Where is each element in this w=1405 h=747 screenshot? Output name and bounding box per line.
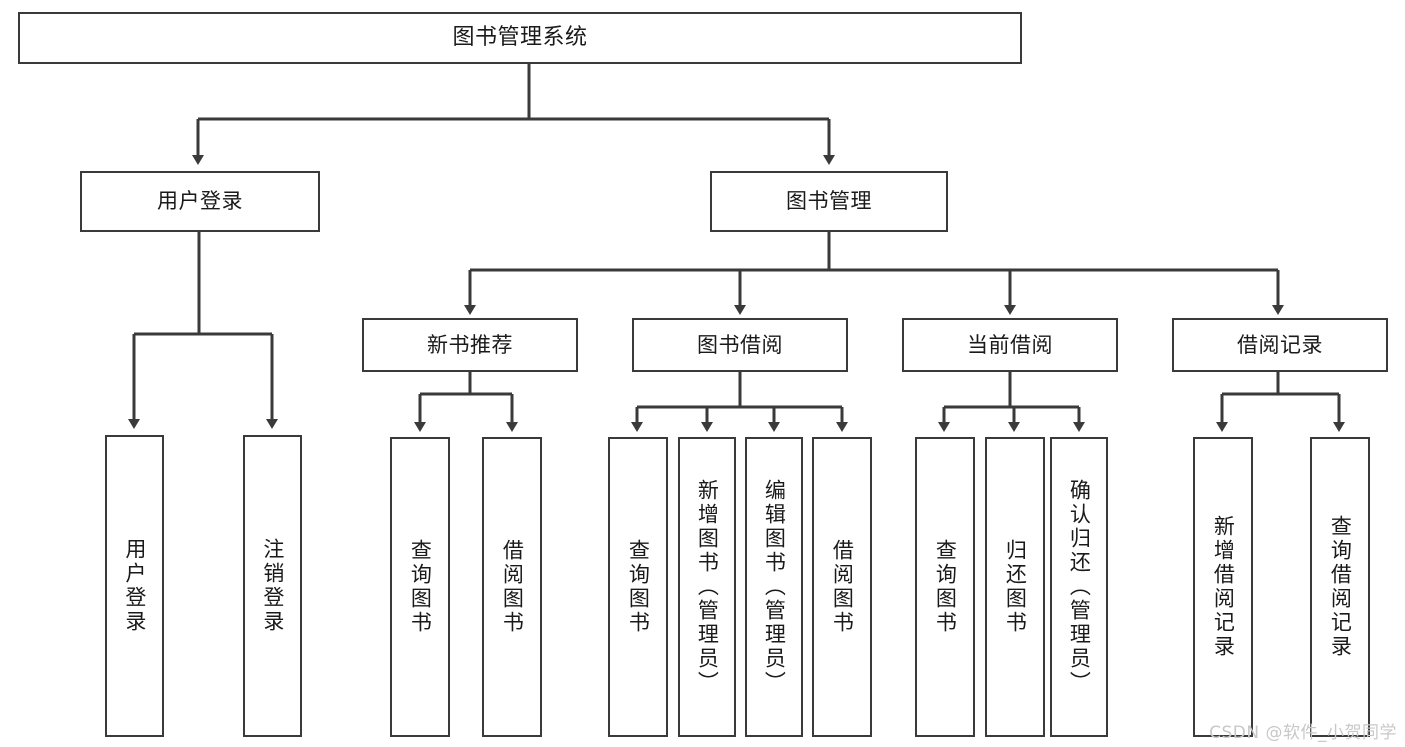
node-leaf-add-book-admin-label: 新增图书（管理员） — [695, 479, 720, 695]
node-leaf-edit-book-admin-label: 编辑图书（管理员） — [762, 479, 787, 695]
node-leaf-borrow-book-new[interactable]: 借阅图书 — [482, 437, 542, 737]
node-leaf-edit-book-admin[interactable]: 编辑图书（管理员） — [745, 437, 803, 737]
node-new-book-recommendation-label: 新书推荐 — [427, 332, 513, 357]
node-root-label: 图书管理系统 — [452, 25, 588, 51]
node-user-login[interactable]: 用户登录 — [80, 171, 320, 232]
node-book-management-label: 图书管理 — [786, 189, 872, 214]
node-leaf-query-borrow-record-label: 查询借阅记录 — [1328, 515, 1353, 659]
node-book-borrowing-label: 图书借阅 — [697, 332, 783, 357]
node-current-borrowing-label: 当前借阅 — [967, 332, 1053, 357]
node-leaf-confirm-return-admin-label: 确认归还（管理员） — [1067, 479, 1092, 695]
node-leaf-borrow-book-new-label: 借阅图书 — [500, 539, 525, 635]
node-leaf-query-book-borrow[interactable]: 查询图书 — [608, 437, 668, 737]
node-leaf-logout-label: 注销登录 — [260, 538, 285, 634]
node-borrowing-record-label: 借阅记录 — [1237, 332, 1323, 357]
node-new-book-recommendation[interactable]: 新书推荐 — [362, 318, 578, 372]
node-leaf-query-book-current[interactable]: 查询图书 — [915, 437, 975, 737]
node-leaf-return-book[interactable]: 归还图书 — [985, 437, 1045, 737]
node-leaf-user-login[interactable]: 用户登录 — [105, 435, 164, 737]
node-leaf-add-book-admin[interactable]: 新增图书（管理员） — [678, 437, 736, 737]
node-book-borrowing[interactable]: 图书借阅 — [632, 318, 848, 372]
node-leaf-query-book-borrow-label: 查询图书 — [626, 539, 651, 635]
node-borrowing-record[interactable]: 借阅记录 — [1172, 318, 1388, 372]
node-book-management[interactable]: 图书管理 — [710, 171, 948, 232]
node-leaf-add-borrow-record-label: 新增借阅记录 — [1211, 515, 1236, 659]
node-leaf-borrow-book[interactable]: 借阅图书 — [812, 437, 872, 737]
node-leaf-query-borrow-record[interactable]: 查询借阅记录 — [1310, 437, 1370, 737]
node-leaf-return-book-label: 归还图书 — [1003, 539, 1028, 635]
node-leaf-logout[interactable]: 注销登录 — [243, 435, 302, 737]
csdn-watermark: CSDN @软件_小贺同学 — [1209, 723, 1397, 743]
node-leaf-user-login-label: 用户登录 — [122, 538, 147, 634]
node-root[interactable]: 图书管理系统 — [18, 12, 1022, 64]
node-leaf-query-book-current-label: 查询图书 — [933, 539, 958, 635]
node-user-login-label: 用户登录 — [157, 189, 243, 214]
node-leaf-query-book-new-label: 查询图书 — [408, 539, 433, 635]
node-leaf-confirm-return-admin[interactable]: 确认归还（管理员） — [1050, 437, 1108, 737]
node-leaf-query-book-new[interactable]: 查询图书 — [390, 437, 450, 737]
node-current-borrowing[interactable]: 当前借阅 — [902, 318, 1118, 372]
node-leaf-add-borrow-record[interactable]: 新增借阅记录 — [1193, 437, 1253, 737]
node-leaf-borrow-book-label: 借阅图书 — [830, 539, 855, 635]
